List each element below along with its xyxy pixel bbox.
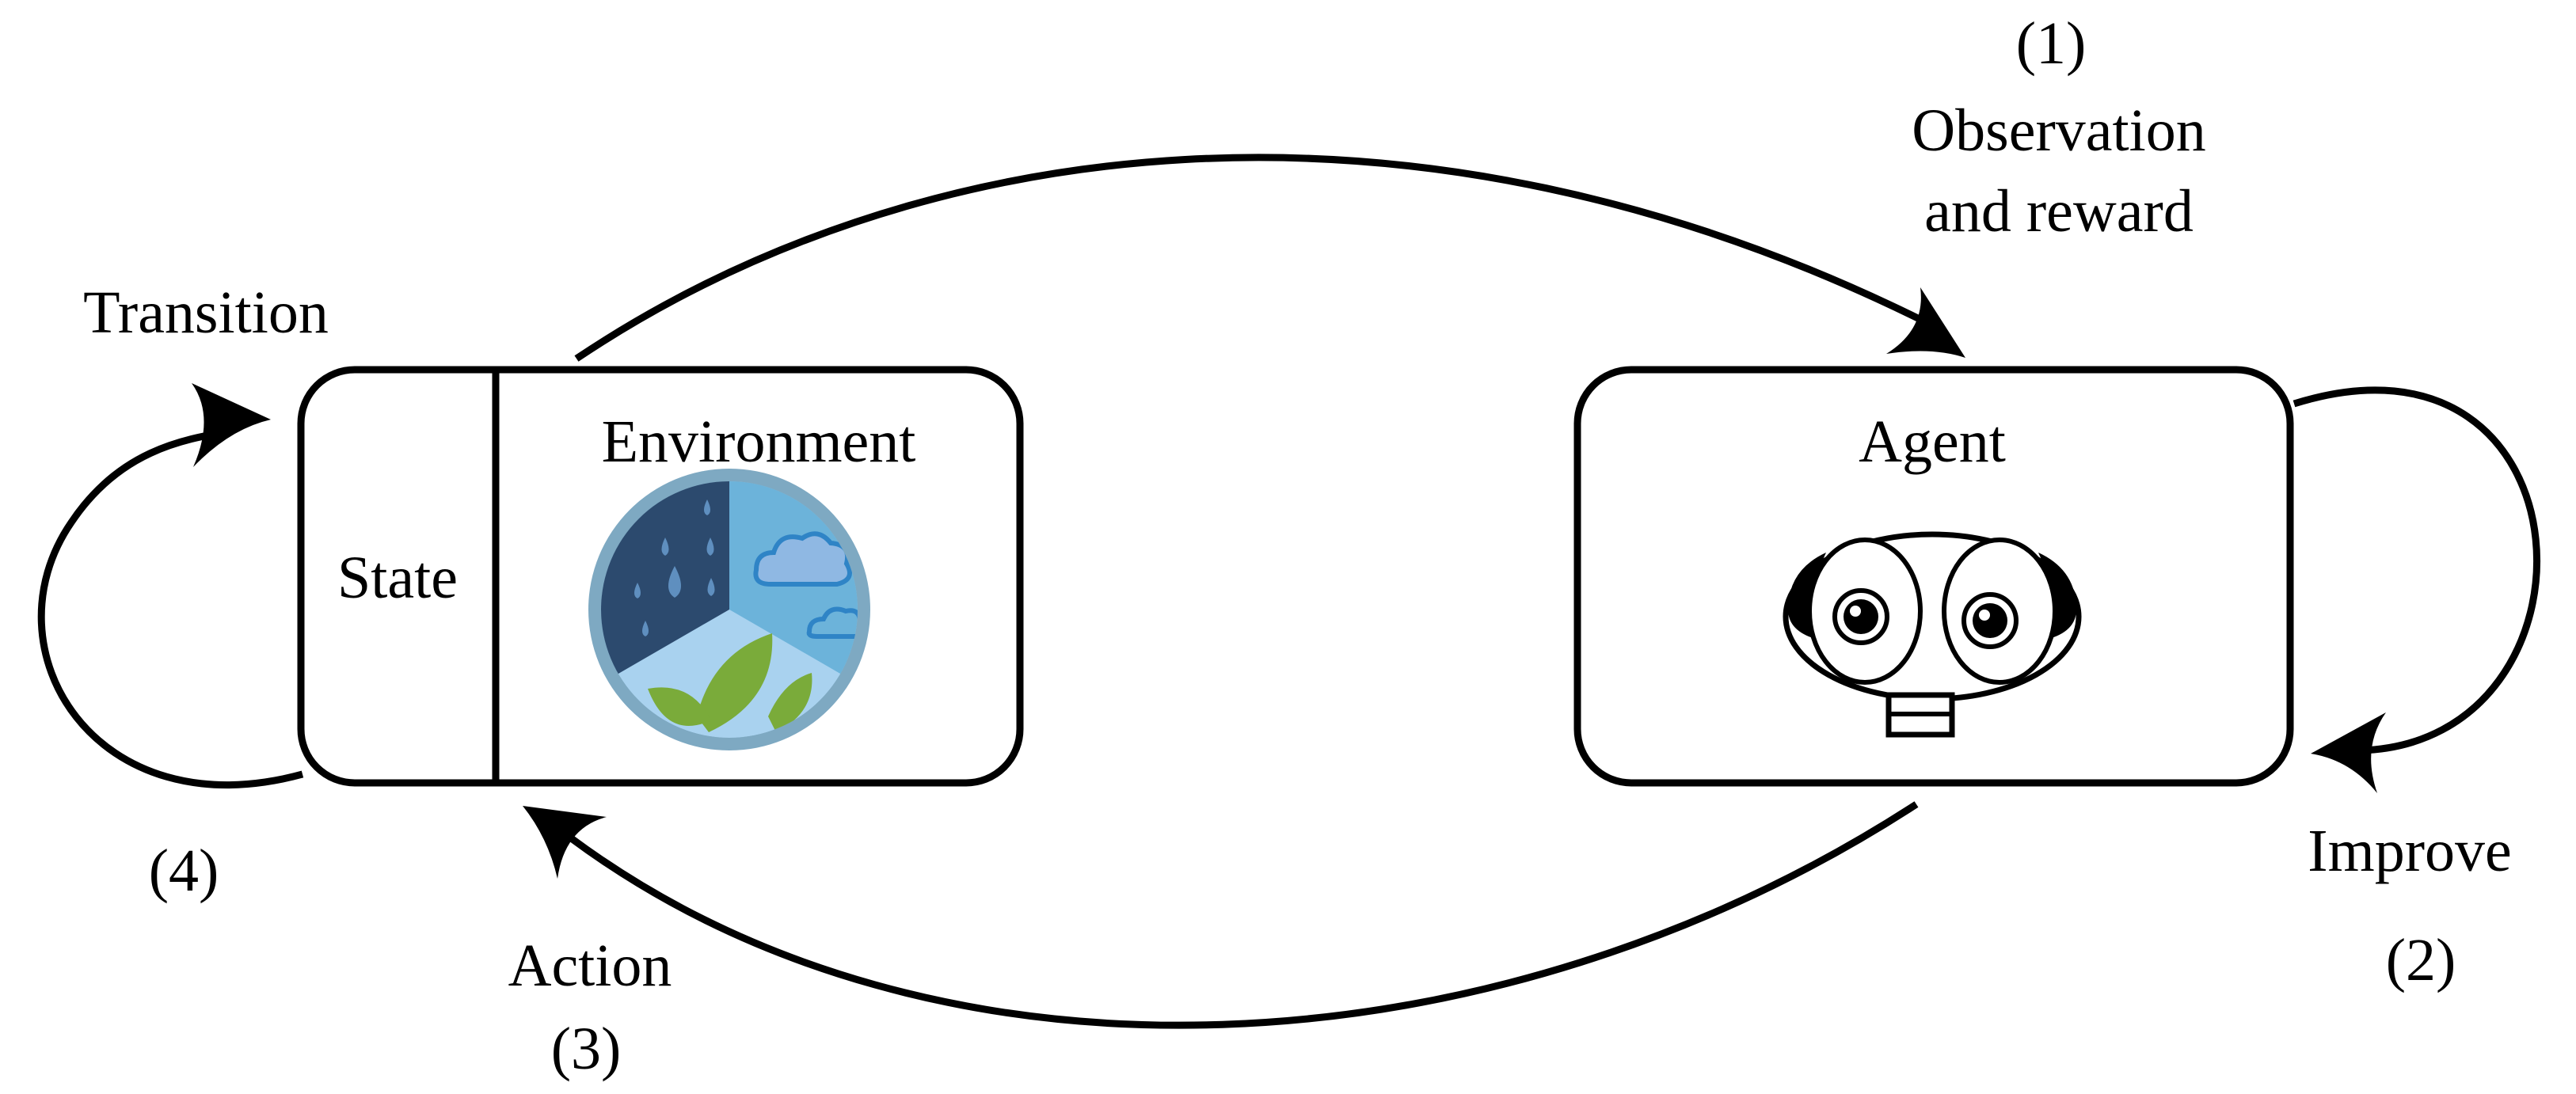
transition-label: Transition [83,279,329,346]
transition-arrow [37,383,304,788]
improve-arrow [2293,386,2540,793]
environment-node: State Environment [297,366,1024,787]
improve-label: Improve [2308,818,2511,884]
action-number: (3) [551,1016,622,1082]
state-label: State [337,545,458,611]
observation-arrow [574,154,1965,362]
observation-label-line1: Observation [1912,97,2205,164]
transition-number: (4) [149,838,219,904]
agent-title: Agent [1859,408,2006,475]
observation-label-line2: and reward [1924,178,2194,245]
robot-head-icon [1783,531,2082,738]
action-label: Action [508,933,672,999]
environment-title: Environment [602,408,916,475]
improve-number: (2) [2386,927,2456,993]
weather-globe-icon [588,469,870,750]
agent-node: Agent [1573,366,2294,787]
action-arrow [523,801,1919,1029]
observation-number: (1) [2016,10,2087,77]
